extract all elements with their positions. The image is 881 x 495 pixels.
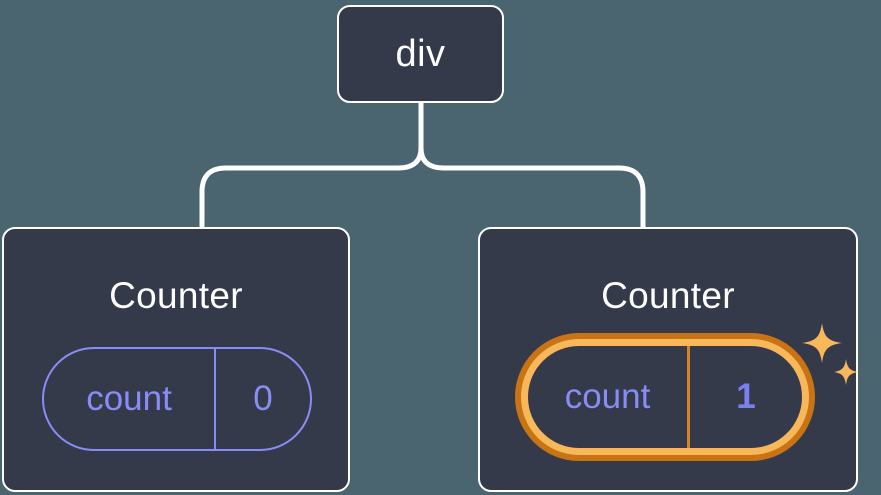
- sparkle-small-icon: [834, 359, 858, 385]
- connector-branch-right: [418, 145, 646, 230]
- node-counter-right-title: Counter: [601, 275, 735, 316]
- node-div[interactable]: div: [337, 5, 504, 103]
- connector-branch-left: [199, 145, 424, 230]
- node-counter-left[interactable]: Counter count 0: [2, 227, 350, 492]
- state-value-right: 1: [736, 377, 756, 416]
- state-value-left: 0: [253, 379, 273, 418]
- state-key-right: count: [528, 346, 690, 448]
- node-counter-left-title: Counter: [109, 275, 243, 316]
- node-div-label: div: [395, 32, 446, 75]
- state-key-left: count: [44, 349, 216, 449]
- node-counter-right[interactable]: Counter count 1: [478, 227, 858, 492]
- state-pill-left[interactable]: count 0: [42, 347, 312, 451]
- state-pill-right[interactable]: count 1: [515, 333, 815, 461]
